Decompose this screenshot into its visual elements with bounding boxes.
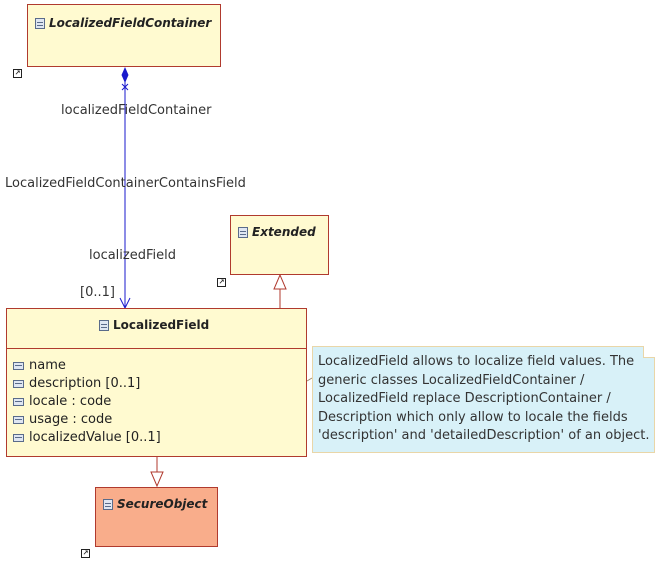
class-name: Extended: [252, 225, 316, 239]
association-target-multiplicity: [0..1]: [80, 285, 115, 300]
note-connector: [306, 377, 313, 382]
attribute-label: description [0..1]: [29, 376, 141, 391]
attribute-label: locale : code: [29, 394, 112, 409]
class-header: SecureObject: [103, 497, 207, 511]
attribute-label: localizedValue [0..1]: [29, 430, 161, 445]
attribute-row[interactable]: name: [13, 357, 306, 375]
composition-diamond: [121, 67, 129, 83]
attribute-icon: [13, 380, 24, 388]
note-line: 'description' and 'detailedDescription' …: [318, 428, 650, 443]
class-name: SecureObject: [117, 497, 208, 511]
shortcut-arrow-icon: [217, 278, 226, 287]
class-header: LocalizedField: [99, 318, 209, 332]
attribute-row[interactable]: localizedValue [0..1]: [13, 429, 306, 447]
note-fold-corner: [643, 346, 655, 358]
class-icon: [238, 226, 248, 238]
shortcut-arrow-icon: [81, 549, 90, 558]
attribute-icon: [13, 362, 24, 370]
class-header: LocalizedFieldContainer: [35, 16, 211, 30]
association-target-role: localizedField: [89, 248, 176, 263]
generalization-arrowhead-extended: [273, 273, 287, 290]
generalization-arrowhead-secureobject: [150, 471, 164, 488]
class-icon: [103, 498, 113, 510]
class-icon: [99, 319, 109, 331]
comment-note[interactable]: LocalizedField allows to localize field …: [312, 346, 655, 453]
class-extended[interactable]: Extended: [230, 215, 329, 275]
attribute-compartment: name description [0..1] locale : code us…: [7, 348, 306, 447]
attribute-label: usage : code: [29, 412, 113, 427]
attribute-row[interactable]: locale : code: [13, 393, 306, 411]
note-line: LocalizedField allows to localize field …: [318, 354, 635, 369]
association-name: LocalizedFieldContainerContainsField: [5, 176, 246, 191]
class-name: LocalizedFieldContainer: [49, 16, 212, 30]
navigability-x: [121, 83, 129, 91]
attribute-icon: [13, 434, 24, 442]
class-localized-field-container[interactable]: LocalizedFieldContainer: [27, 4, 221, 67]
attribute-icon: [13, 416, 24, 424]
note-line: LocalizedField replace DescriptionContai…: [318, 391, 611, 406]
shortcut-arrow-icon: [13, 69, 22, 78]
note-line: generic classes LocalizedFieldContainer …: [318, 372, 585, 388]
attribute-row[interactable]: usage : code: [13, 411, 306, 429]
class-icon: [35, 17, 45, 29]
note-line: Description which only allow to locale t…: [318, 409, 628, 425]
attribute-label: name: [29, 358, 66, 373]
class-localized-field[interactable]: LocalizedField name description [0..1] l…: [6, 308, 307, 457]
class-secure-object[interactable]: SecureObject: [95, 487, 218, 547]
attribute-icon: [13, 398, 24, 406]
class-name: LocalizedField: [113, 318, 210, 332]
association-source-role: localizedFieldContainer: [61, 103, 212, 118]
attribute-row[interactable]: description [0..1]: [13, 375, 306, 393]
class-header: Extended: [238, 225, 316, 239]
